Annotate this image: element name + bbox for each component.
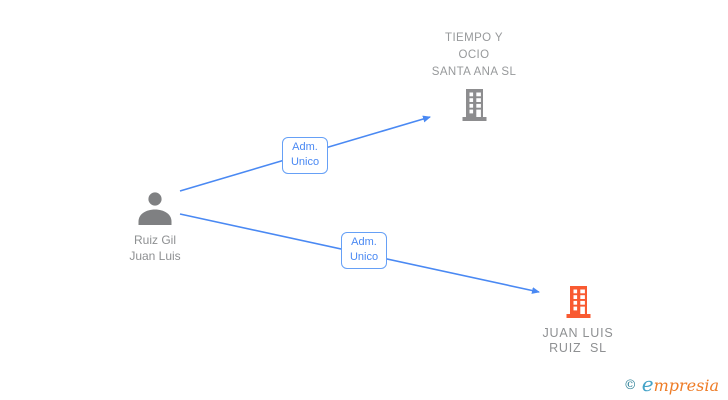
company-node-tiempo-y-ocio[interactable]: TIEMPO Y OCIO SANTA ANA SL [394, 30, 554, 122]
brand-name: mpresia [653, 376, 719, 395]
person-icon [95, 190, 215, 227]
building-icon [498, 285, 658, 319]
person-name-line: Ruiz Gil [133, 233, 176, 247]
building-icon [394, 88, 554, 122]
company-name-line: JUAN LUIS [542, 326, 614, 340]
edge-label-adm-unico: Adm. Unico [282, 137, 328, 174]
company-name-line: OCIO [458, 49, 490, 61]
edge-label-line: Adm. [351, 236, 377, 248]
edge-label-line: Unico [290, 156, 320, 168]
person-name-line: Juan Luis [129, 249, 181, 263]
edge-label-adm-unico: Adm. Unico [341, 232, 387, 269]
edge-label-line: Unico [349, 251, 379, 263]
copyright-icon: © [623, 378, 637, 393]
company-node-juan-luis-ruiz[interactable]: JUAN LUIS RUIZ SL [498, 285, 658, 356]
empresia-logo[interactable]: © empresia [624, 374, 719, 396]
person-node-ruiz-gil[interactable]: Ruiz Gil Juan Luis [95, 190, 215, 264]
company-name-line: SANTA ANA SL [431, 66, 517, 78]
company-name-line: TIEMPO Y [445, 32, 503, 44]
edge-label-line: Adm. [292, 141, 318, 153]
company-name-line: RUIZ SL [549, 341, 607, 355]
brand-initial: e [641, 372, 654, 396]
